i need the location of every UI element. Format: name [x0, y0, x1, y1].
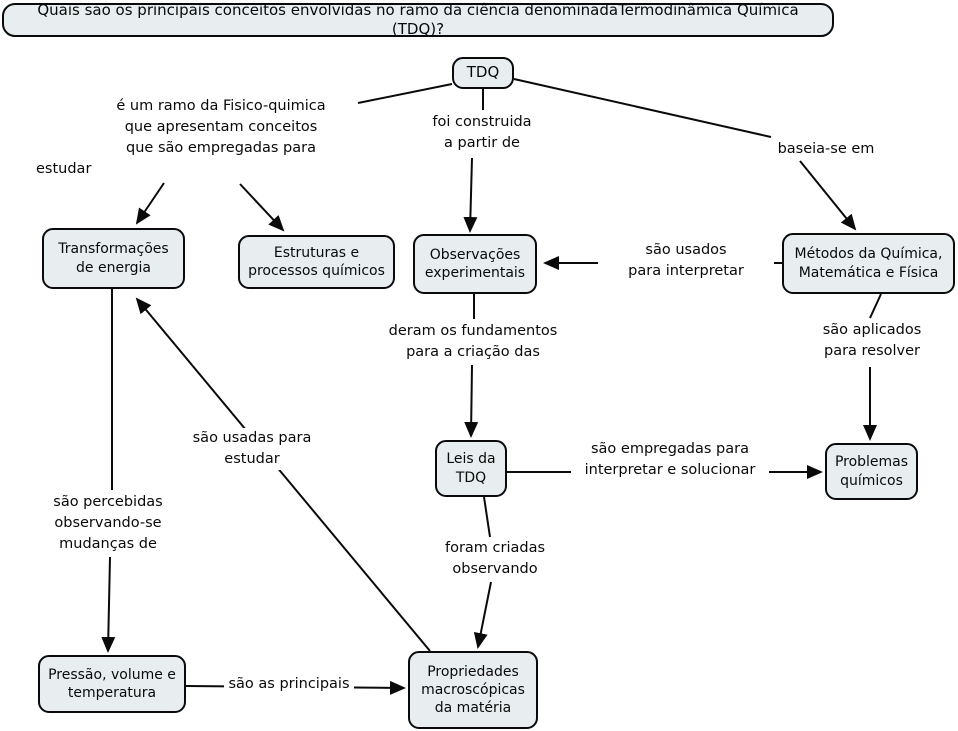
link-label-sao-usadas-para-estudar[interactable]: são usadas para estudar	[185, 428, 319, 471]
arrow-propriedades-to-transformacoes	[135, 297, 431, 652]
arrow-baseia-se-to-metodos	[799, 160, 857, 231]
arrow-deram-to-leis	[464, 364, 479, 438]
arrow-estudar-to-transformacoes	[135, 182, 165, 225]
arrow-foram-criadas-to-propriedades	[473, 581, 492, 649]
concept-estruturas-processos-quimicos[interactable]: Estruturas e processos químicos	[238, 235, 395, 289]
arrow-foi-construida-to-observacoes	[463, 157, 478, 233]
link-label-deram-os-fundamentos[interactable]: deram os fundamentos para a criação das	[388, 323, 558, 361]
line-tdq-to-baseia-se	[513, 78, 772, 138]
link-label-estudar[interactable]: estudar	[36, 161, 92, 177]
arrow-estudar-to-estruturas	[239, 183, 285, 232]
concept-propriedades-macroscopicas[interactable]: Propriedades macroscópicas da matéria	[408, 651, 538, 729]
link-label-sao-empregadas-para[interactable]: são empregadas para interpretar e soluci…	[571, 439, 769, 482]
line-leis-to-foram-criadas	[483, 496, 491, 538]
link-label-baseia-se-em[interactable]: baseia-se em	[777, 141, 875, 157]
link-label-foram-criadas-observando[interactable]: foram criadas observando	[427, 538, 563, 581]
arrow-percebidas-to-pressao	[101, 556, 116, 653]
concept-metodos-quimica-matematica-fisica[interactable]: Métodos da Química, Matemática e Física	[782, 233, 955, 294]
concept-observacoes-experimentais[interactable]: Observações experimentais	[413, 234, 537, 294]
line-metodos-to-aplicados	[869, 293, 882, 319]
concept-leis-da-tdq[interactable]: Leis da TDQ	[435, 440, 507, 497]
link-label-sao-as-principais[interactable]: são as principais	[224, 674, 354, 696]
link-label-foi-construida[interactable]: foi construida a partir de	[432, 114, 532, 152]
line-tdq-to-ramo-label	[357, 83, 453, 104]
question-node[interactable]: Quais são os principais conceitos envolv…	[2, 1, 834, 38]
link-label-ramo-fisico-quimica[interactable]: é um ramo da Fisico-quimica que apresent…	[116, 98, 326, 157]
link-label-sao-aplicados-para-resolver[interactable]: são aplicados para resolver	[822, 322, 922, 360]
concept-pressao-volume-temperatura[interactable]: Pressão, volume e temperatura	[38, 655, 186, 713]
concept-problemas-quimicos[interactable]: Problemas químicos	[825, 443, 918, 500]
link-label-sao-percebidas[interactable]: são percebidas observando-se mudanças de	[53, 494, 163, 553]
concept-transformacoes-de-energia[interactable]: Transformações de energia	[42, 228, 185, 289]
concept-tdq[interactable]: TDQ	[452, 57, 514, 89]
link-label-sao-usados-para-interpretar[interactable]: são usados para interpretar	[598, 240, 774, 283]
